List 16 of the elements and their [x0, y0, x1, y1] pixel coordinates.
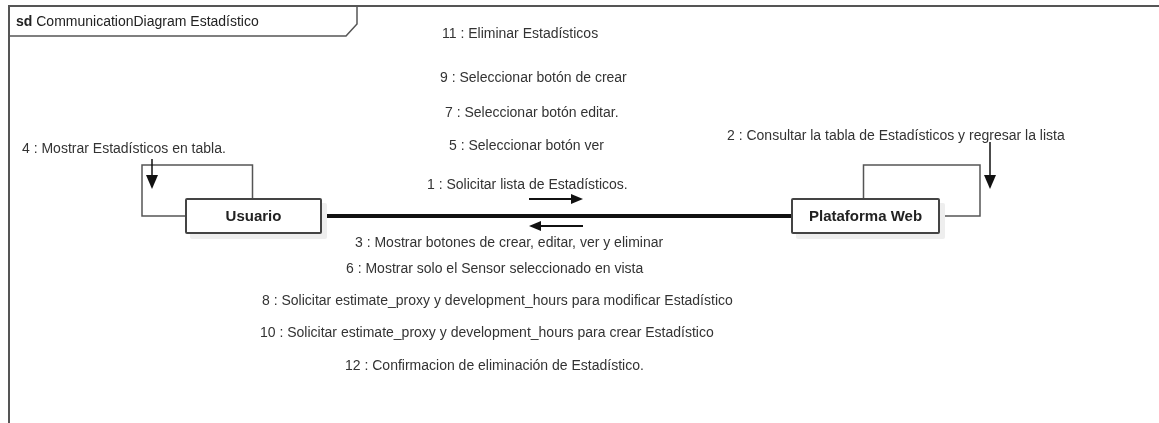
message-label: 8 : Solicitar estimate_proxy y development_hours para modificar Estadístico: [262, 291, 733, 309]
message-label: 11 : Eliminar Estadísticos: [442, 24, 599, 42]
message-label: 1 : Solicitar lista de Estadísticos.: [427, 175, 628, 193]
message-label: 10 : Solicitar estimate_proxy y development_hours para crear Estadístico: [260, 323, 714, 341]
self-link: [141, 164, 254, 217]
message-label: 5 : Seleccionar botón ver: [449, 136, 604, 154]
message-label: 12 : Confirmacion de eliminación de Estadístico.: [345, 356, 644, 374]
message-label: 9 : Seleccionar botón de crear: [440, 68, 627, 86]
message-label: 7 : Seleccionar botón editar.: [445, 103, 619, 121]
frame-heading: sd CommunicationDiagram Estadístico: [16, 12, 259, 31]
frame: [8, 5, 1159, 423]
message-label: 4 : Mostrar Estadísticos en tabla.: [22, 139, 226, 157]
message-label: 3 : Mostrar botones de crear, editar, ver y eliminar: [355, 233, 664, 251]
self-link: [862, 164, 981, 217]
message-label: 6 : Mostrar solo el Sensor seleccionado en vista: [346, 259, 644, 277]
message-label: 2 : Consultar la tabla de Estadísticos y regresar la lista: [727, 126, 1065, 144]
